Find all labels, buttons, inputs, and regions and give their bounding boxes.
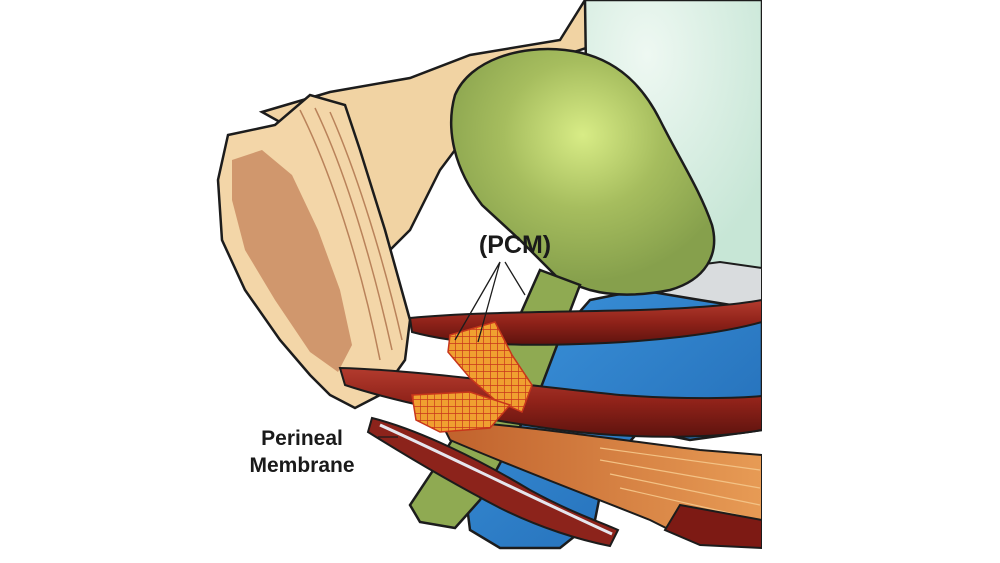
pcm-label: (PCM) xyxy=(479,231,551,259)
muscle-striations xyxy=(599,447,761,521)
bulbospongiosus xyxy=(663,503,762,550)
pcm-mesh xyxy=(447,321,533,414)
pubic-bone-lines xyxy=(299,107,403,361)
pubic-bone-spongy xyxy=(232,150,352,372)
pcm-mesh-lower xyxy=(411,391,512,433)
perineal-label-line1: Perineal xyxy=(261,427,343,450)
perineal-membrane-line xyxy=(379,423,613,536)
pcm-pointer-lines xyxy=(454,261,526,343)
bladder xyxy=(449,47,716,296)
perineal-label-line2: Membrane xyxy=(249,454,354,477)
